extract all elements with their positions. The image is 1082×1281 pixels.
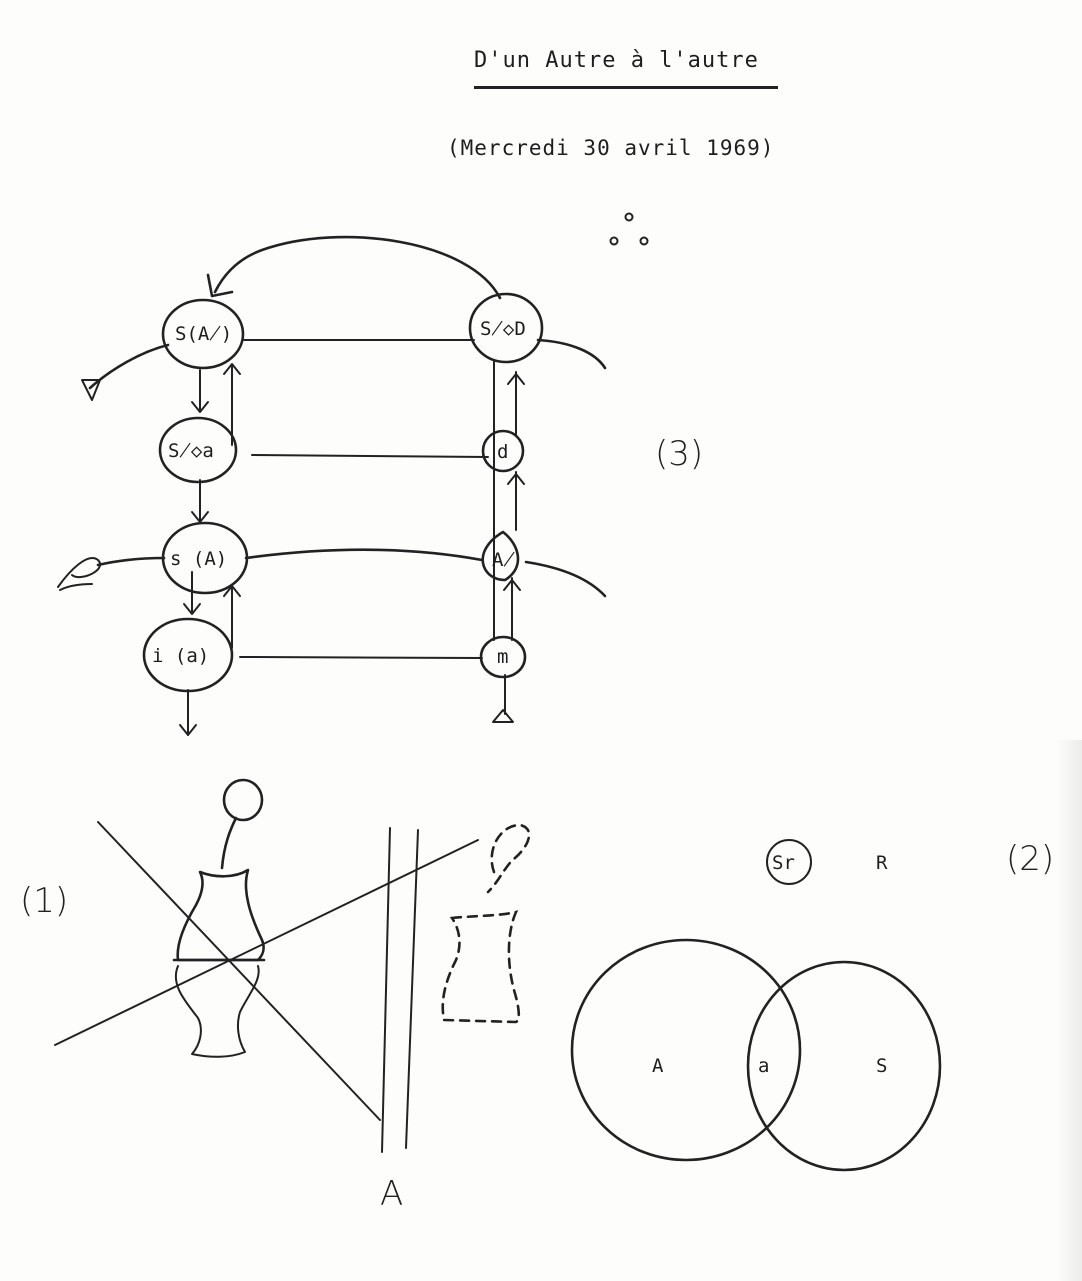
label-s: S (876, 1055, 887, 1077)
arc-arrowhead (206, 273, 234, 298)
session-date: (Mercredi 30 avril 1969) (447, 136, 775, 160)
node-s-a (161, 521, 249, 595)
vase-upper (176, 868, 265, 962)
ellipsis-dots (609, 212, 649, 246)
label-d: d (497, 441, 508, 463)
lower-curve-middle (244, 548, 484, 562)
lower-curve-right (524, 560, 607, 598)
label-s-losange-d: S̸◇D (480, 318, 526, 340)
retroaction-arc (213, 235, 502, 300)
figure-number-3: (3) (655, 434, 703, 474)
vase-lower (175, 965, 260, 1058)
sight-line (54, 839, 479, 1046)
figure-number-2: (2) (1006, 839, 1054, 879)
mirror-label: A (380, 1174, 403, 1214)
lower-curve-left (96, 556, 166, 567)
virtual-vase (441, 910, 521, 1024)
upper-vector (88, 343, 170, 390)
inverted-vase-diagram: (1) A (20, 778, 531, 1214)
label-a-barred: A̸ (492, 549, 515, 571)
circle-a (570, 938, 802, 1162)
node-a-barred (481, 530, 520, 582)
upper-curve-tail (536, 338, 607, 370)
title-underline (474, 86, 778, 89)
label-sr: Sr (772, 852, 795, 874)
node-d (481, 429, 525, 473)
label-i-a: i (a) (152, 645, 209, 667)
horizontal-line (251, 454, 489, 458)
figure-number-1: (1) (20, 881, 68, 921)
label-s-losange-a: S̸◇a (168, 440, 214, 462)
mirror-line (381, 827, 391, 1153)
label-s-a: s (A) (170, 548, 227, 570)
sr-circle (766, 839, 812, 885)
label-m: m (497, 646, 508, 668)
page-title: D'un Autre à l'autre (474, 48, 759, 73)
page-edge-shadow (1056, 740, 1082, 1281)
scribble-mark (57, 557, 102, 591)
circle-s (746, 960, 942, 1172)
flower-stem (220, 816, 238, 870)
virtual-flower (486, 823, 531, 894)
upper-vector-arrowhead (81, 379, 101, 401)
graph-of-desire: S(A̸) S̸◇D S̸◇a d s (A) A̸ i (a) m (3) (57, 235, 703, 736)
start-triangle (492, 709, 514, 723)
sight-line (97, 821, 381, 1121)
node-i-a (142, 617, 234, 693)
node-s-barred-a (161, 298, 245, 370)
node-s-losange-a (158, 416, 238, 484)
label-a: A (652, 1055, 664, 1077)
venn-diagram: Sr R (2) A a S (570, 839, 1054, 1172)
label-r: R (876, 852, 888, 874)
node-m (479, 635, 527, 679)
node-s-losange-d (468, 292, 544, 364)
label-intersection-a: a (758, 1055, 769, 1077)
label-s-barred-a: S(A̸) (175, 323, 232, 345)
mirror-line (405, 829, 419, 1149)
horizontal-line (239, 656, 483, 659)
flower-head (222, 778, 264, 822)
